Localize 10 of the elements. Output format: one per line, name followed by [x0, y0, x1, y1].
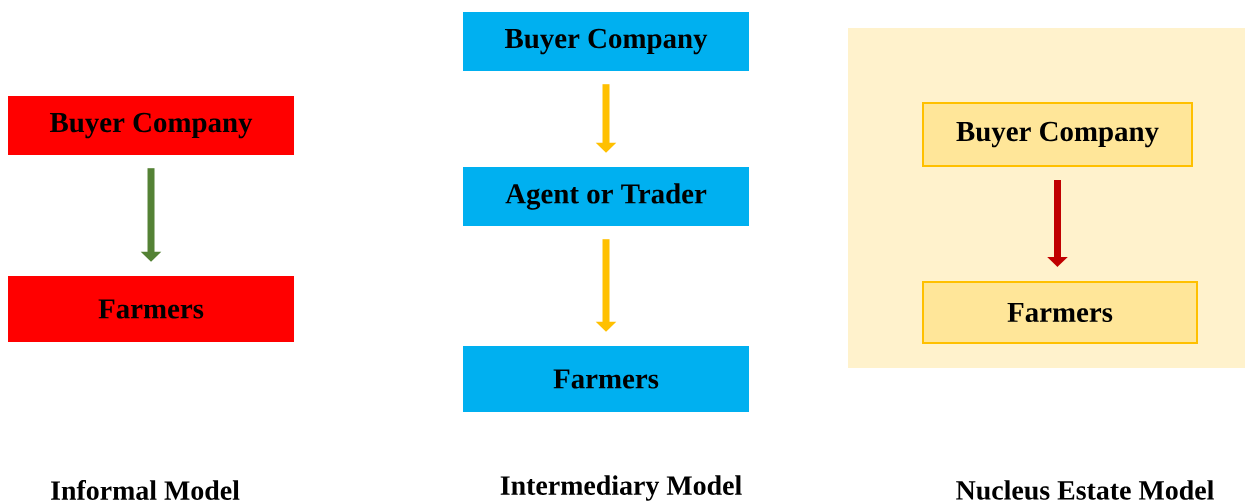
process-box: Farmers — [463, 346, 749, 412]
process-box: Farmers — [922, 281, 1198, 344]
process-box: Buyer Company — [463, 12, 749, 71]
process-box: Buyer Company — [8, 96, 294, 155]
model-title: Intermediary Model — [500, 475, 742, 501]
process-box: Buyer Company — [922, 102, 1193, 167]
model-title: Informal Model — [51, 480, 240, 500]
process-box: Agent or Trader — [463, 167, 749, 226]
model-title: Nucleus Estate Model — [956, 480, 1214, 500]
process-box: Farmers — [8, 276, 294, 342]
